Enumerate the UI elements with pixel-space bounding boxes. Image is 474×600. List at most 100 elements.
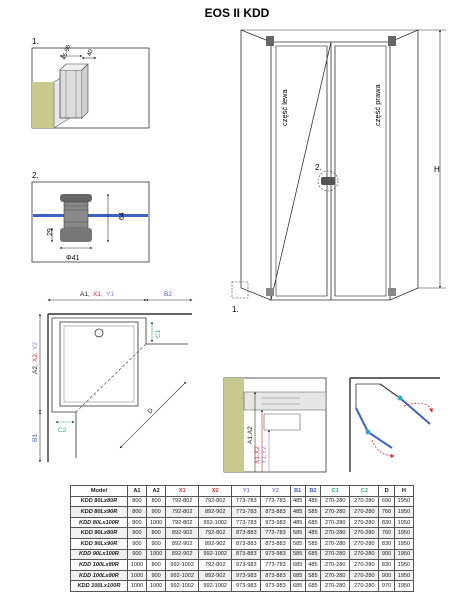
plan-left-b: B1 [32,434,39,442]
table-cell: 485 [289,516,306,529]
table-cell: 892-902 [165,548,200,561]
table-cell: 1950 [393,548,415,561]
table-cell: 1950 [393,537,415,550]
col-d: D [378,485,395,497]
table-cell: 585 [304,537,322,550]
table-cell: 690 [378,495,395,508]
drain [94,328,104,338]
table-cell: 1950 [393,527,415,539]
table-cell: 892-902 [198,569,233,582]
table-cell: 270-280 [320,580,351,592]
table-cell: 800 [126,506,148,518]
table-cell: 270-280 [320,516,351,529]
table-cell: 830 [378,537,395,550]
table-cell: 585 [289,527,306,539]
table-cell: 900 [146,537,167,550]
door-glass-edge [33,214,148,217]
detail-2-frame [31,181,150,263]
table-cell: 792-802 [198,559,233,571]
table-cell: 1950 [393,495,415,508]
table-cell: 892-902 [165,527,200,539]
table-cell: 800 [146,527,167,539]
height-label: H [434,165,440,174]
handle-cap-bottom [60,228,92,242]
hinge-top-right [388,36,396,46]
wall-profile [59,69,83,119]
detail-2-dim-64: 64 [119,212,126,220]
table-cell: 585 [289,548,306,561]
handle-body [63,201,89,229]
table-cell: 270-280 [349,495,380,508]
table-cell: 1000 [126,569,148,582]
table-cell: 585 [304,569,322,582]
table-cell-model: KDD 90Lx90R [70,537,128,550]
col-c2: C2 [349,485,380,497]
profile-detail: A1,A2 X1,X2 Y1,Y2 [223,377,327,473]
table-header-row: Model A1 A2 X1 X2 Y1 Y2 B1 B2 C1 C2 D H [70,485,415,497]
shower-tray [59,321,139,407]
table-cell: 773-783 [260,559,291,571]
detail-1: 1. 45-55 40 [31,37,150,129]
specs-table: Model A1 A2 X1 X2 Y1 Y2 B1 B2 C1 C2 D H … [70,485,415,592]
col-h: H [393,485,415,497]
table-cell: 792-802 [198,495,233,508]
table-cell: 773-783 [231,495,262,508]
table-cell: 270-280 [349,506,380,518]
enclosure-outline [240,29,272,301]
hinge-top-left [266,36,274,46]
table-cell: 773-783 [260,495,291,508]
table-cell: 1000 [146,548,167,561]
profile-wall [224,378,244,472]
table-cell-model: KDD 100Lx80R [70,559,128,571]
table-cell: 873-883 [260,506,291,518]
col-a1: A1 [126,485,148,497]
table-cell: 900 [378,548,395,561]
table-cell: 830 [378,559,395,571]
hinge-bottom-left [266,288,274,296]
table-cell: 973-983 [260,516,291,529]
table-cell: 270-280 [349,516,380,529]
table-cell: 992-1002 [198,580,233,592]
table-cell: 485 [304,527,322,539]
opening-walls [349,377,440,472]
table-cell: 973-983 [231,559,262,571]
table-cell: 685 [304,580,322,592]
table-cell: 270-280 [320,548,351,561]
table-cell: 270-280 [320,537,351,550]
swing-arc-left [371,439,395,458]
table-cell: 873-883 [260,569,291,582]
table-cell: 760 [378,506,395,518]
table-cell: 270-280 [349,548,380,561]
table-cell: 900 [126,537,148,550]
hinge-bottom-right [388,288,396,296]
plan-d: D [146,407,154,415]
table-cell: 1950 [393,580,415,592]
table-cell: 270-280 [349,527,380,539]
table-cell: 485 [289,495,306,508]
callout-1-label: 1. [232,305,239,314]
table-cell: 1000 [146,580,167,592]
handle-cap-top [60,194,92,202]
detail-1-dim-b: 40 [87,48,95,57]
opening-detail [349,377,440,472]
table-cell: 485 [289,506,306,518]
plan-left-a: A2, [32,364,39,374]
table-cell: 992-1002 [198,548,233,561]
table-cell-model: KDD 80Lx90R [70,506,128,518]
table-cell: 900 [378,569,395,582]
table-cell: 485 [304,559,322,571]
callout-2-circle [317,170,339,192]
col-y2: Y2 [260,485,291,497]
table-cell: 270-280 [349,580,380,592]
table-cell: 1000 [126,559,148,571]
table-cell-model: KDD 90Lx80R [70,527,128,539]
table-cell: 973-983 [231,569,262,582]
table-cell: 992-1002 [165,580,200,592]
detail-2-number: 2. [32,171,39,180]
